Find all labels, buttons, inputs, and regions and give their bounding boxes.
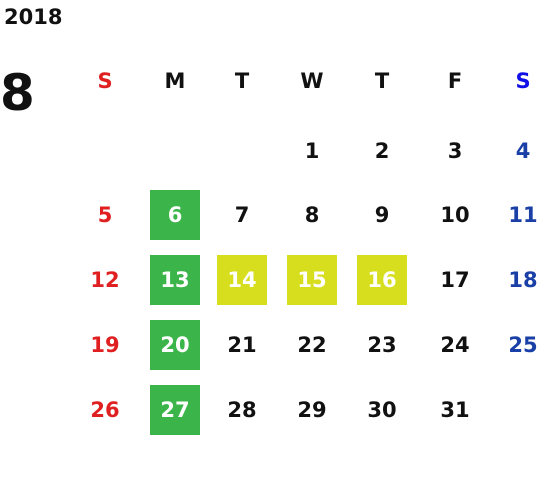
day-cell-27[interactable]: 27 — [150, 385, 200, 435]
weekday-header-fri: F — [447, 69, 463, 93]
day-cell-2[interactable]: 2 — [374, 139, 390, 163]
day-cell-10[interactable]: 10 — [440, 203, 470, 227]
day-cell-28[interactable]: 28 — [227, 398, 257, 422]
weekday-header-sat: S — [515, 69, 531, 93]
day-cell-30[interactable]: 30 — [367, 398, 397, 422]
day-cell-14[interactable]: 14 — [217, 255, 267, 305]
day-cell-5[interactable]: 5 — [97, 203, 113, 227]
weekday-header-mon: M — [164, 69, 186, 93]
weekday-header-thu: T — [374, 69, 390, 93]
day-cell-17[interactable]: 17 — [440, 268, 470, 292]
day-cell-23[interactable]: 23 — [367, 333, 397, 357]
day-cell-1[interactable]: 1 — [304, 139, 320, 163]
day-cell-16[interactable]: 16 — [357, 255, 407, 305]
day-cell-20[interactable]: 20 — [150, 320, 200, 370]
day-cell-26[interactable]: 26 — [90, 398, 120, 422]
day-cell-4[interactable]: 4 — [515, 139, 531, 163]
day-cell-22[interactable]: 22 — [297, 333, 327, 357]
weekday-header-wed: W — [300, 69, 324, 93]
day-cell-24[interactable]: 24 — [440, 333, 470, 357]
month-number: 8 — [0, 64, 35, 122]
day-cell-29[interactable]: 29 — [297, 398, 327, 422]
day-cell-3[interactable]: 3 — [447, 139, 463, 163]
day-cell-7[interactable]: 7 — [234, 203, 250, 227]
year-label: 2018 — [4, 5, 63, 29]
weekday-header-sun: S — [97, 69, 113, 93]
day-cell-25[interactable]: 25 — [508, 333, 538, 357]
day-cell-13[interactable]: 13 — [150, 255, 200, 305]
day-cell-8[interactable]: 8 — [304, 203, 320, 227]
day-cell-9[interactable]: 9 — [374, 203, 390, 227]
day-cell-6[interactable]: 6 — [150, 190, 200, 240]
day-cell-11[interactable]: 11 — [508, 203, 538, 227]
weekday-header-tue: T — [234, 69, 250, 93]
day-cell-21[interactable]: 21 — [227, 333, 257, 357]
day-cell-15[interactable]: 15 — [287, 255, 337, 305]
day-cell-12[interactable]: 12 — [90, 268, 120, 292]
day-cell-31[interactable]: 31 — [440, 398, 470, 422]
day-cell-18[interactable]: 18 — [508, 268, 538, 292]
day-cell-19[interactable]: 19 — [90, 333, 120, 357]
